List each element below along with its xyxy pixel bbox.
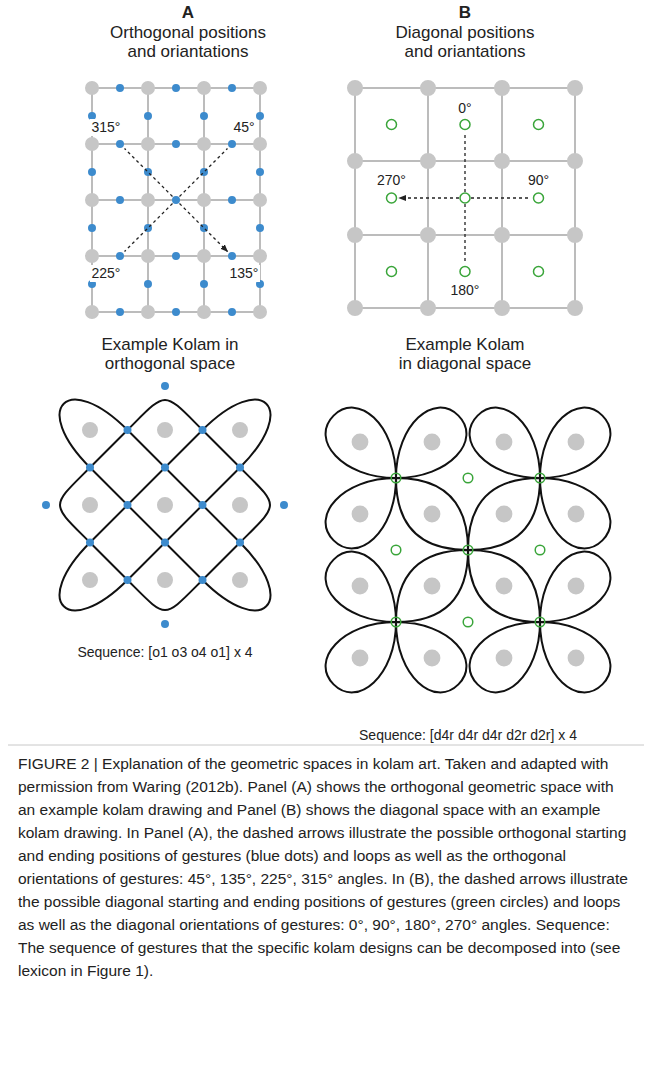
orthogonal-positions (42, 382, 288, 628)
kolam-line (326, 408, 611, 693)
panel-letter: B (459, 3, 471, 23)
angle-label: 135° (228, 265, 261, 282)
panel-letter: A (182, 3, 194, 23)
orthogonal-grid (85, 81, 267, 319)
sequence-label: Sequence: [o1 o3 o4 o1] x 4 (77, 644, 252, 661)
angle-label: 45° (231, 119, 256, 136)
diagonal-positions (387, 120, 544, 277)
diagonal-kolam (326, 408, 611, 693)
orientation-arrows (125, 149, 228, 252)
grid-dots (85, 81, 267, 319)
kolam-heading: Example Kolam in diagonal space (397, 335, 533, 373)
figure-caption: FIGURE 2 | Explanation of the geometric … (18, 752, 634, 982)
orientation-arrows (399, 132, 531, 264)
diagonal-positions (391, 473, 545, 627)
grid-lines (355, 88, 575, 308)
orthogonal-positions (88, 84, 264, 316)
kolam-dots (82, 422, 248, 588)
grid-dots (347, 80, 583, 316)
angle-label: 90° (526, 172, 551, 189)
orthogonal-kolam (42, 382, 288, 628)
angle-label: 270° (375, 172, 408, 189)
diagonal-grid (347, 80, 583, 316)
kolam-heading: Example Kolam in orthogonal space (98, 335, 243, 373)
sequence-label: Sequence: [d4r d4r d4r d2r d2r] x 4 (359, 727, 577, 744)
panel-heading: Orthogonal positions and oriantations (102, 23, 274, 61)
caption-rule (8, 745, 644, 746)
angle-label: 225° (90, 265, 123, 282)
angle-label: 0° (456, 100, 473, 117)
panel-heading: Diagonal positions and oriantations (379, 23, 551, 61)
angle-label: 180° (449, 282, 482, 299)
kolam-line (60, 400, 271, 611)
angle-label: 315° (90, 119, 123, 136)
